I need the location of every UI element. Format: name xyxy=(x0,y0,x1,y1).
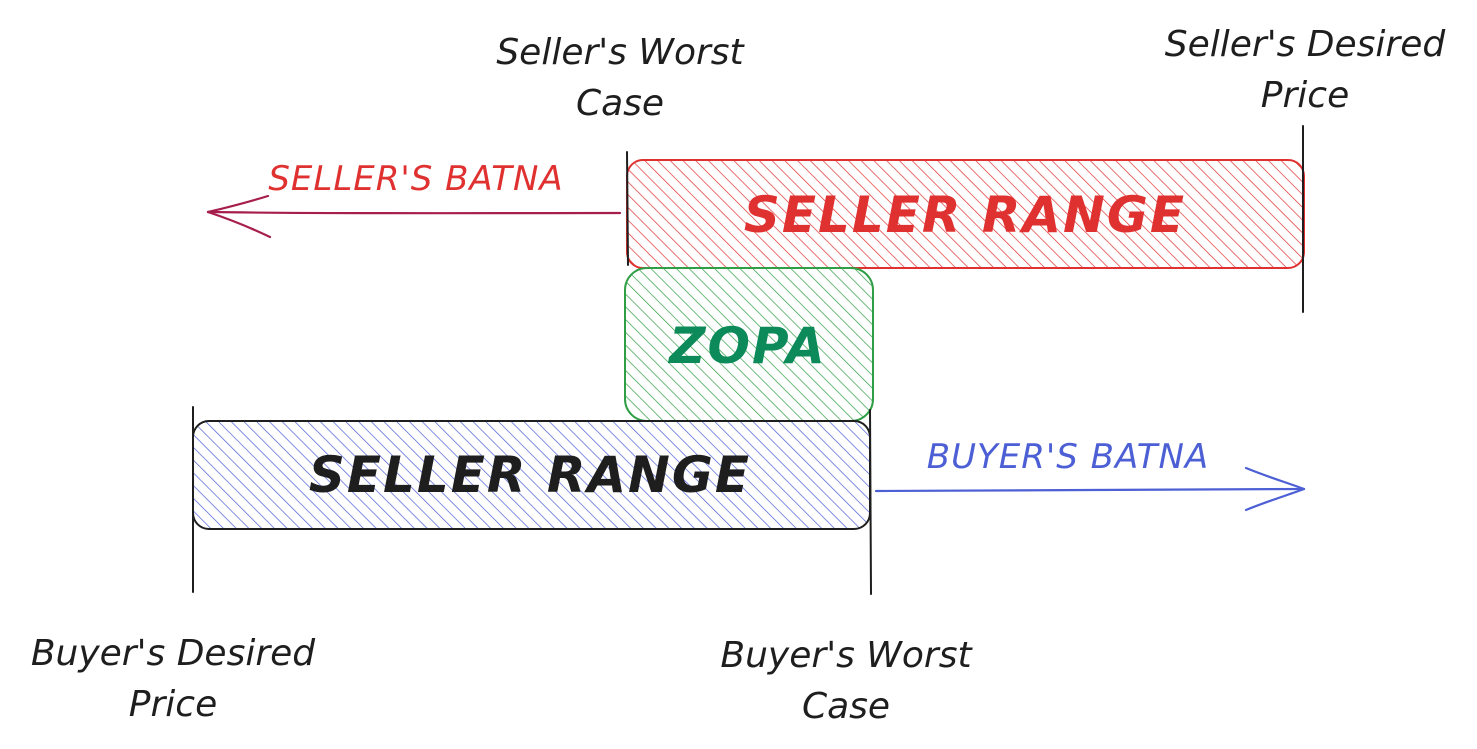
zopa-range: ZOPA xyxy=(624,267,874,422)
buyer-desired-price-line-2: Price xyxy=(129,684,217,725)
seller-desired-price-line-2: Price xyxy=(1261,75,1349,116)
seller-worst-case-line-1: Seller's Worst xyxy=(496,32,745,73)
buyer-desired-price-line-1: Buyer's Desired xyxy=(31,633,316,674)
seller-batna: SELLER'S BATNA xyxy=(206,159,622,239)
buyer-worst-case-label: Buyer's Worst Case xyxy=(720,635,973,727)
seller-desired-price-line-1: Seller's Desired xyxy=(1165,24,1447,65)
buyer-batna-label: BUYER'S BATNA xyxy=(927,437,1209,477)
buyer-range: SELLER RANGE xyxy=(192,420,871,530)
buyer-worst-case-line xyxy=(869,409,872,595)
buyer-worst-case-line-2: Case xyxy=(802,686,890,727)
left-arrow-icon xyxy=(206,194,622,239)
seller-range: SELLER RANGE xyxy=(626,159,1305,269)
buyer-worst-case-line-1: Buyer's Worst xyxy=(720,635,973,676)
marker-lines xyxy=(192,125,1304,595)
seller-desired-price-label: Seller's Desired Price xyxy=(1165,24,1447,116)
seller-range-label: SELLER RANGE xyxy=(744,186,1186,244)
zopa-label: ZOPA xyxy=(667,317,827,375)
right-arrow-icon xyxy=(874,466,1306,512)
seller-batna-label: SELLER'S BATNA xyxy=(268,159,563,199)
buyer-desired-price-label: Buyer's Desired Price xyxy=(31,633,316,725)
seller-worst-case-label: Seller's Worst Case xyxy=(496,32,745,124)
seller-worst-case-line-2: Case xyxy=(576,83,664,124)
seller-worst-case-line xyxy=(626,151,629,266)
buyer-batna: BUYER'S BATNA xyxy=(874,437,1306,512)
buyer-range-label: SELLER RANGE xyxy=(309,446,751,504)
